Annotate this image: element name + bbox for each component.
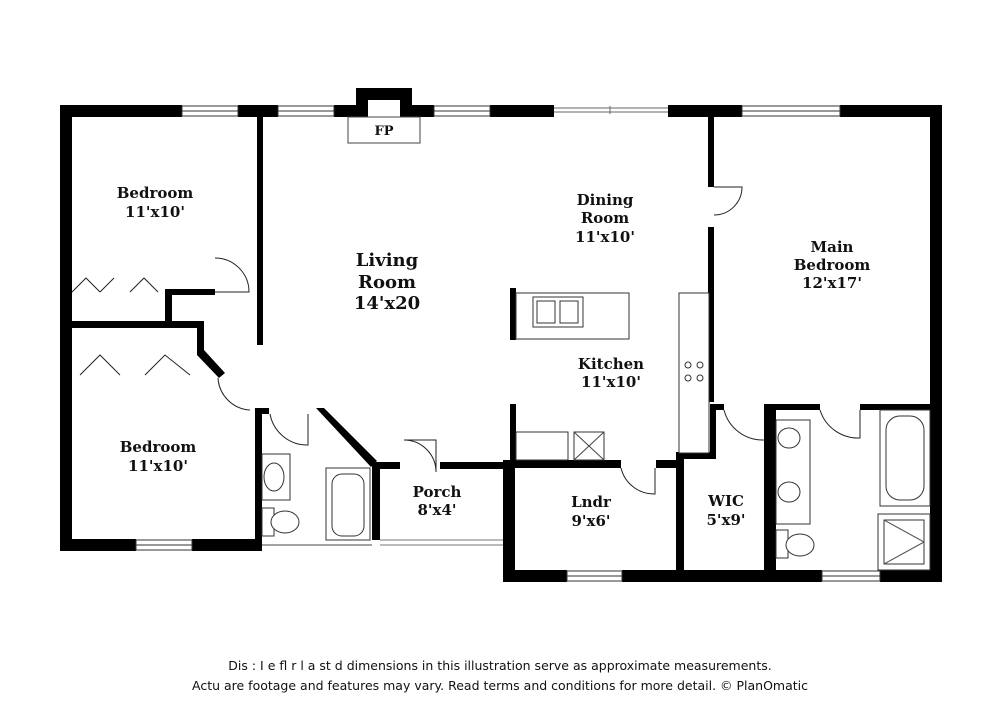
room-labels: Bedroom 11'x10' Bedroom 11'x10' Living R…: [117, 184, 871, 530]
bedroom-top-size: 11'x10': [125, 203, 185, 221]
porch-size: 8'x4': [417, 501, 456, 519]
wic-size: 5'x9': [706, 511, 745, 529]
fireplace-label: FP: [374, 124, 393, 139]
main-bedroom-name-1: Main: [811, 238, 854, 256]
main-bedroom-size: 12'x17': [802, 274, 862, 292]
bedroom-bottom-name: Bedroom: [120, 438, 197, 456]
kitchen-fixtures: [515, 292, 710, 461]
main-bath-fixtures: [775, 409, 931, 571]
door-swings: [214, 186, 861, 495]
windows: [135, 105, 881, 582]
fireplace-hearth: [347, 116, 421, 144]
disclaimer-line-2: Actu are footage and features may vary. …: [191, 678, 809, 693]
main-bedroom-name-2: Bedroom: [794, 256, 871, 274]
closet-doors: [71, 277, 191, 376]
interior-walls: [72, 117, 936, 580]
dining-room-name-1: Dining: [577, 191, 634, 209]
dining-room-name-2: Room: [581, 209, 629, 227]
dining-room-size: 11'x10': [575, 228, 635, 246]
porch-name: Porch: [413, 483, 462, 501]
laundry-name: Lndr: [571, 493, 612, 511]
laundry-size: 9'x6': [571, 512, 610, 530]
bedroom-bottom-size: 11'x10': [128, 457, 188, 475]
living-room-size: 14'x20: [354, 293, 420, 314]
disclaimer-line-1: Dis : I e fl r l a st d dimensions in th…: [228, 658, 772, 673]
living-room-name-1: Living: [356, 250, 419, 271]
bedroom-top-name: Bedroom: [117, 184, 194, 202]
kitchen-name: Kitchen: [578, 355, 644, 373]
living-room-name-2: Room: [358, 272, 416, 293]
wic-name: WIC: [707, 492, 744, 510]
hall-bath-fixtures: [261, 453, 371, 541]
kitchen-size: 11'x10': [581, 373, 641, 391]
exterior-walls: [60, 88, 942, 582]
